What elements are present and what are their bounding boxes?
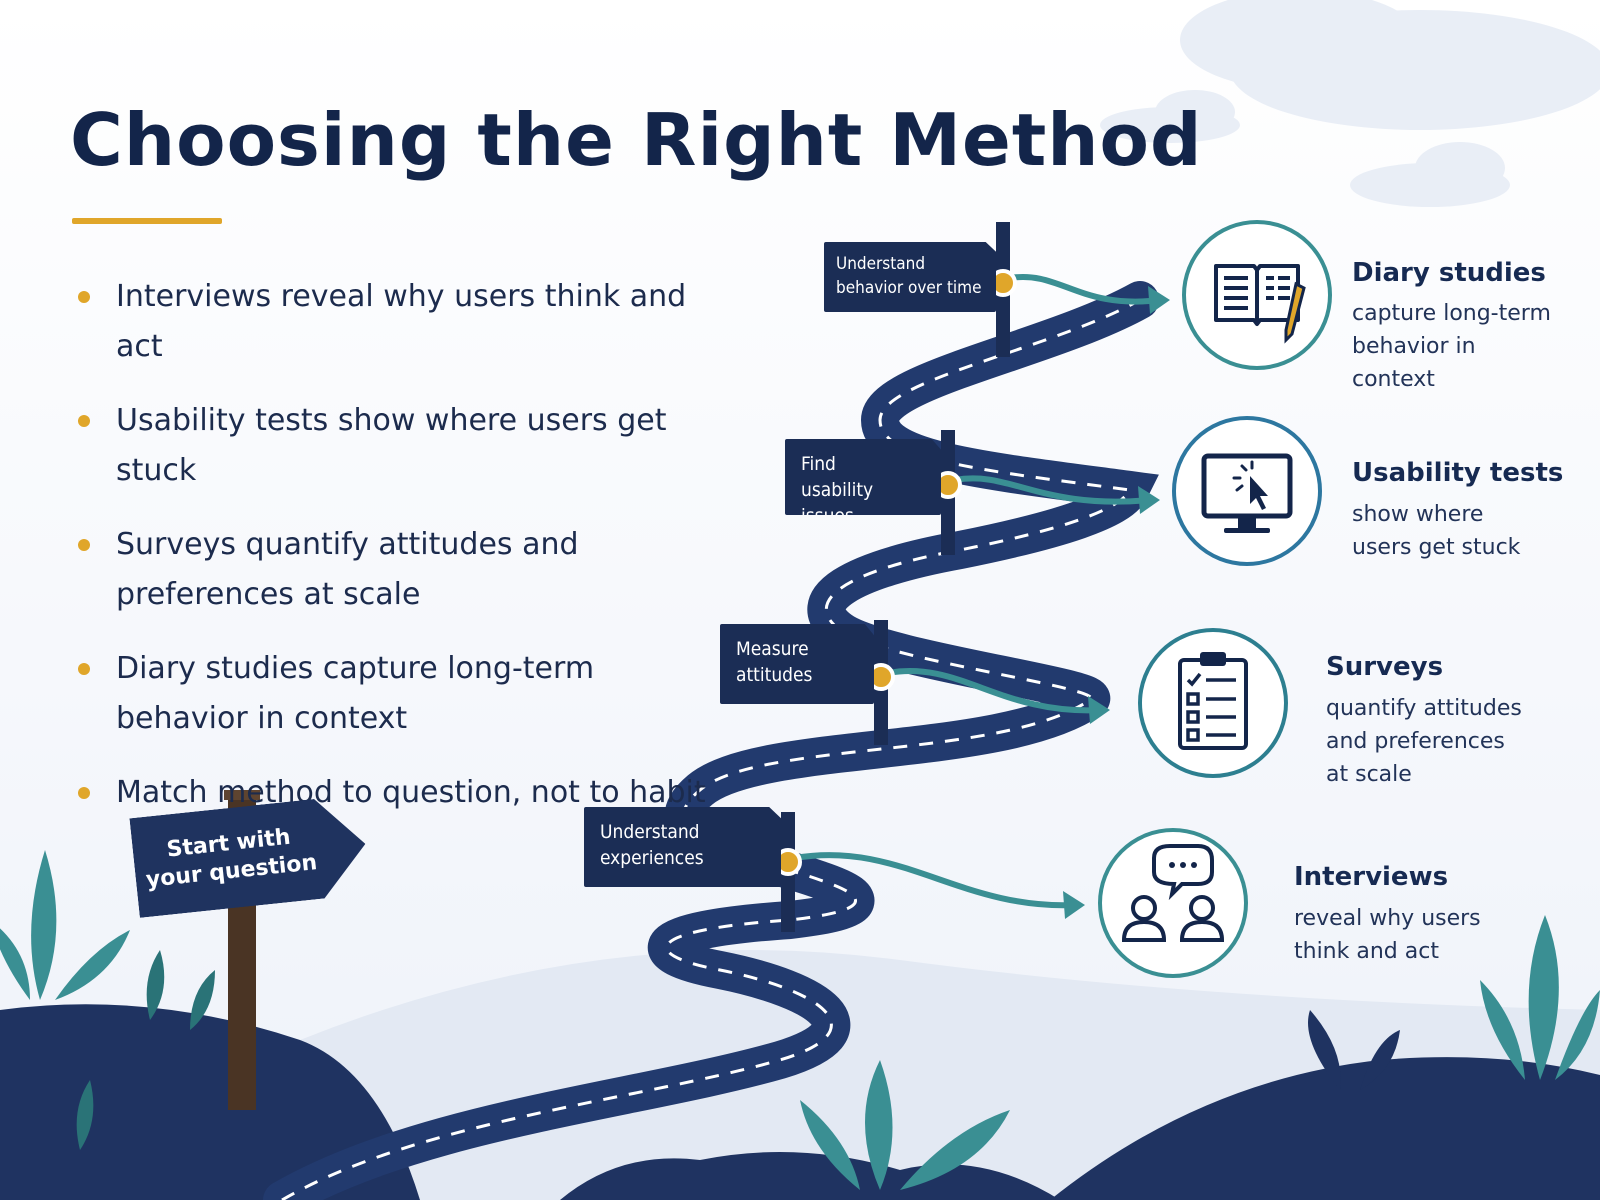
- method-title: Interviews: [1294, 862, 1449, 892]
- arrow-interviews: [792, 852, 1078, 909]
- signpost-usability-issues: Find usability issues: [785, 439, 941, 515]
- clipboard-checklist-icon: [1138, 628, 1288, 778]
- road-center-line: [281, 298, 1141, 1200]
- start-sign-label: Start with your question: [144, 824, 319, 893]
- method-description: quantify attitudes and preferences at sc…: [1326, 696, 1522, 787]
- signpost-behavior-over-time: Understand behavior over time: [824, 242, 996, 312]
- bullet-dot-icon: [78, 787, 90, 799]
- method-description: capture long-term behavior in context: [1352, 301, 1551, 392]
- left-hill: [0, 1004, 420, 1200]
- arrow-usability: [952, 475, 1153, 505]
- arrow-surveys: [885, 668, 1103, 714]
- bottom-ground: [560, 1152, 1060, 1200]
- method-title: Surveys: [1326, 652, 1444, 682]
- page-title: Choosing the Right Method: [70, 98, 1203, 182]
- method-description: show where users get stuck: [1352, 502, 1521, 560]
- bullet-item: Diary studies capture long-term behavior…: [78, 644, 616, 744]
- junction-dots: [774, 269, 1017, 876]
- bullet-dot-icon: [78, 291, 90, 303]
- signpost-label: Find usability issues: [801, 453, 874, 527]
- bullet-item: Usability tests show where users get stu…: [78, 396, 718, 496]
- people-chat-icon: [1098, 828, 1248, 978]
- signpost-measure-attitudes: Measure attitudes: [720, 624, 874, 704]
- method-title: Diary studies: [1352, 258, 1546, 288]
- bullet-dot-icon: [78, 415, 90, 427]
- method-title: Usability tests: [1352, 458, 1564, 488]
- plant-decoration: [0, 850, 1600, 1190]
- bullet-item: Match method to question, not to habit: [78, 768, 718, 818]
- bullet-item: Surveys quantify attitudes and preferenc…: [78, 520, 596, 620]
- bullet-dot-icon: [78, 663, 90, 675]
- connector-arrows: [792, 273, 1163, 909]
- cloud-decoration: [1100, 0, 1600, 207]
- signpost-understand-experiences: Understand experiences: [584, 807, 781, 887]
- arrow-heads: [1063, 286, 1170, 919]
- signpost-label: Understand experiences: [600, 821, 704, 869]
- arrow-diary: [1007, 273, 1163, 305]
- bullet-dot-icon: [78, 539, 90, 551]
- method-description: reveal why users think and act: [1294, 906, 1481, 964]
- signpost-label: Measure attitudes: [736, 638, 813, 686]
- monitor-cursor-icon: [1172, 416, 1322, 566]
- title-underline: [72, 218, 222, 224]
- signpost-label: Understand behavior over time: [836, 254, 982, 298]
- bullet-item: Interviews reveal why users think and ac…: [78, 272, 718, 372]
- book-pencil-icon: [1182, 220, 1332, 370]
- key-points-list: Interviews reveal why users think and ac…: [78, 272, 718, 842]
- right-hill: [1050, 1057, 1600, 1200]
